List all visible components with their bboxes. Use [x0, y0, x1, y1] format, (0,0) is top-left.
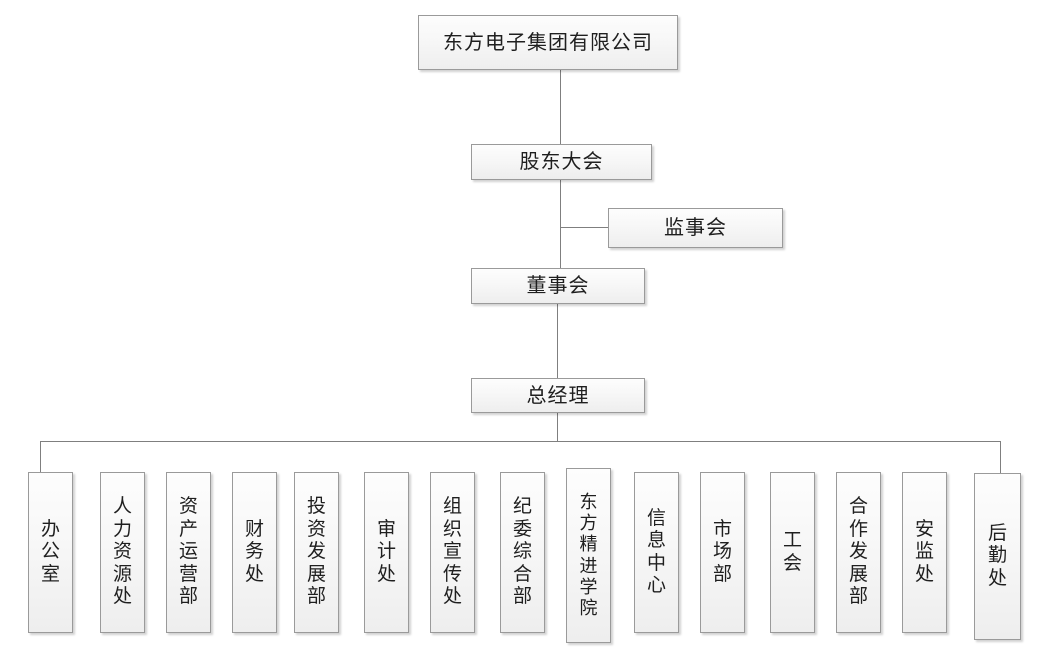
connector-shareholders-to-directors: [560, 180, 561, 268]
node-department-cooperation-development[interactable]: 合作发展部: [836, 472, 881, 633]
node-general-manager[interactable]: 总经理: [471, 378, 645, 413]
department-label: 信息中心: [646, 507, 666, 596]
department-label: 审计处: [376, 518, 396, 585]
connector-company-to-shareholders: [560, 70, 561, 144]
node-department-investment-development[interactable]: 投资发展部: [294, 472, 339, 633]
node-department-finance[interactable]: 财务处: [232, 472, 277, 633]
node-department-marketing[interactable]: 市场部: [700, 472, 745, 633]
node-department-labor-union[interactable]: 工会: [770, 472, 815, 633]
node-department-information-center[interactable]: 信息中心: [634, 472, 679, 633]
node-department-dongfang-jingjin-academy[interactable]: 东方精进学院: [566, 468, 611, 643]
node-board-of-supervisors[interactable]: 监事会: [608, 208, 783, 248]
node-department-office[interactable]: 办公室: [28, 472, 73, 633]
node-department-safety-supervision[interactable]: 安监处: [902, 472, 947, 633]
node-department-asset-operations[interactable]: 资产运营部: [166, 472, 211, 633]
node-company[interactable]: 东方电子集团有限公司: [418, 15, 678, 70]
department-label: 工会: [782, 530, 802, 574]
department-label: 东方精进学院: [579, 491, 598, 618]
department-label: 组织宣传处: [442, 496, 462, 608]
department-label: 资产运营部: [178, 496, 198, 608]
connector-branch-to-supervisors: [560, 227, 608, 228]
node-board-of-directors[interactable]: 董事会: [471, 268, 645, 304]
department-label: 财务处: [244, 518, 264, 585]
node-department-organization-publicity[interactable]: 组织宣传处: [430, 472, 475, 633]
connector-bus-to-last-department: [1000, 441, 1001, 473]
department-label: 后勤处: [987, 522, 1007, 589]
connector-bus-to-first-department: [40, 441, 41, 472]
department-label: 安监处: [914, 518, 934, 585]
connector-directors-to-gm: [557, 304, 558, 378]
department-label: 办公室: [40, 518, 60, 585]
department-label: 市场部: [712, 518, 732, 585]
department-label: 投资发展部: [306, 496, 326, 608]
node-department-discipline-general[interactable]: 纪委综合部: [500, 472, 545, 633]
node-department-audit[interactable]: 审计处: [364, 472, 409, 633]
connector-gm-to-bus: [557, 413, 558, 441]
node-shareholders-meeting[interactable]: 股东大会: [471, 144, 652, 180]
node-department-human-resources[interactable]: 人力资源处: [100, 472, 145, 633]
department-label: 合作发展部: [848, 496, 868, 608]
node-department-logistics[interactable]: 后勤处: [974, 473, 1021, 640]
department-label: 纪委综合部: [512, 496, 532, 608]
connector-department-bus: [40, 441, 1001, 442]
department-label: 人力资源处: [112, 496, 132, 608]
